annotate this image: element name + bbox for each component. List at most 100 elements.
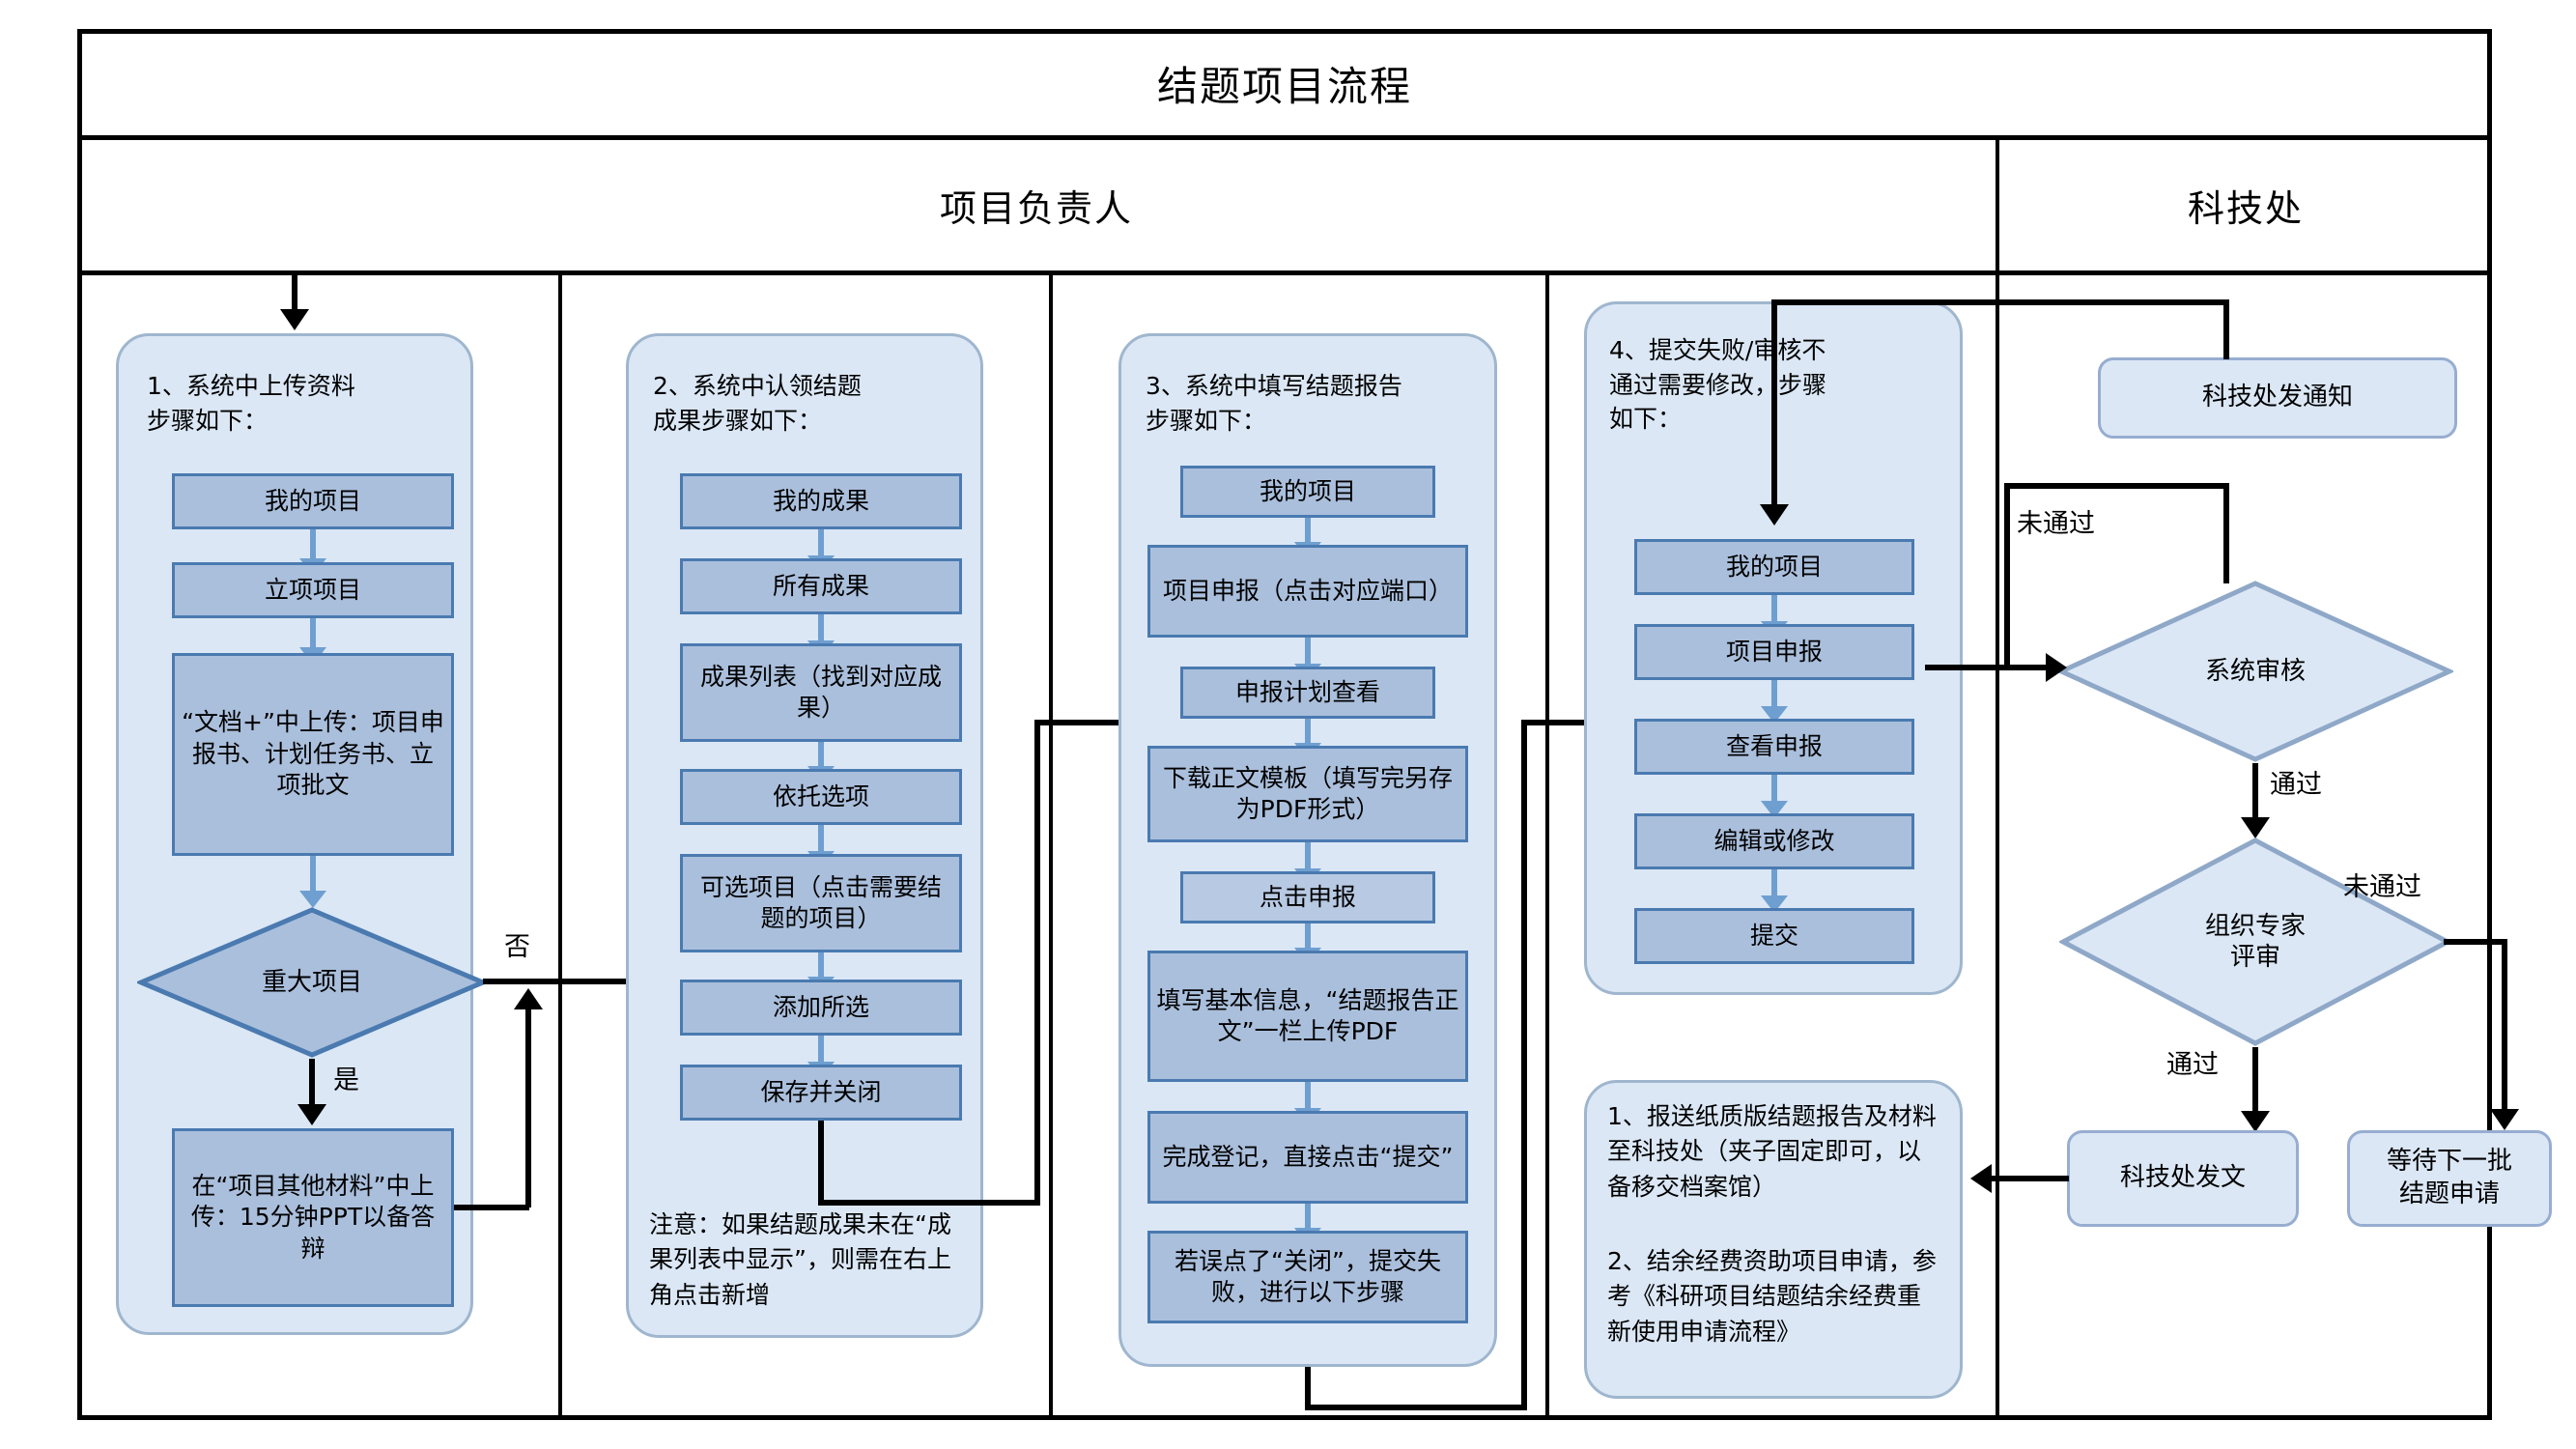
- dept-notice-entry-h: [1771, 299, 2229, 305]
- g1-feedback-line-v: [525, 1009, 531, 1208]
- g4-entry-v: [1771, 299, 1777, 510]
- sys-fail-line-v: [2223, 483, 2229, 583]
- g3-conn-7: [1305, 1204, 1311, 1233]
- expert-fail-line-v: [2502, 939, 2507, 1115]
- g4-step-5[interactable]: 提交: [1634, 908, 1914, 964]
- g1-feedback-arrow-icon: [514, 988, 543, 1009]
- g2-to-g3-line-up: [1034, 720, 1040, 1203]
- g3-step-8[interactable]: 若误点了“关闭”，提交失败，进行以下步骤: [1147, 1231, 1468, 1323]
- g3-conn-3: [1305, 719, 1311, 748]
- g3-step-7[interactable]: 完成登记，直接点击“提交”: [1147, 1111, 1468, 1204]
- g3-conn-4: [1305, 842, 1311, 873]
- diagram-title-text: 结题项目流程: [1156, 62, 1412, 110]
- lane-header-owner: 项目负责人: [77, 140, 1996, 270]
- g3-conn-6: [1305, 1082, 1311, 1113]
- g1-no-line-h: [483, 979, 639, 984]
- g1-conn-2: [310, 618, 316, 655]
- g1-decision-label: 重大项目: [261, 967, 362, 997]
- g2-conn-2: [818, 614, 824, 647]
- column-divider-1: [558, 275, 562, 1420]
- g2-step-6[interactable]: 添加所选: [680, 980, 962, 1036]
- diagram-title: 结题项目流程: [77, 31, 2492, 135]
- expert-pass-label: 通过: [2166, 1050, 2219, 1080]
- g4-entry-arrow-icon: [1760, 504, 1789, 526]
- g1-step-3[interactable]: “文档+”中上传：项目申报书、计划任务书、立项批文: [172, 653, 454, 856]
- g1-yes-line: [309, 1059, 315, 1112]
- dept-decision-system-review[interactable]: 系统审核: [2057, 580, 2453, 763]
- lane-header-dept: 科技处: [1999, 140, 2492, 270]
- g3-to-g4-line-v: [1305, 1367, 1311, 1410]
- g3-step-4[interactable]: 下载正文模板（填写完另存为PDF形式）: [1147, 746, 1468, 842]
- doc-to-notes-line: [1992, 1176, 2069, 1181]
- g2-step-4[interactable]: 依托选项: [680, 769, 962, 825]
- g4-step-4[interactable]: 编辑或修改: [1634, 813, 1914, 869]
- dept-decision-expert-line1: 组织专家: [2204, 911, 2306, 941]
- g3-to-g4-line-h2: [1521, 720, 1610, 725]
- group-4-note-2: 2、结余经费资助项目申请，参考《科研项目结题结余经费重新使用申请流程》: [1607, 1247, 1937, 1346]
- group-4-heading-line1: 4、提交失败/审核不: [1609, 336, 1826, 364]
- dept-result-wait-box[interactable]: 等待下一批 结题申请: [2347, 1130, 2552, 1227]
- g3-step-1[interactable]: 我的项目: [1180, 466, 1435, 518]
- title-row-separator: [77, 135, 2492, 140]
- group-4-heading-line2: 通过需要修改，步骤: [1609, 370, 1827, 399]
- g3-conn-5: [1305, 923, 1311, 952]
- group-1-heading-line2: 步骤如下：: [147, 406, 269, 435]
- g1-yes-label: 是: [333, 1065, 359, 1095]
- g2-conn-5: [818, 952, 824, 981]
- g1-step-2[interactable]: 立项项目: [172, 562, 454, 618]
- group-2-heading: 2、系统中认领结题 成果步骤如下：: [653, 369, 972, 438]
- diagram-outer-frame: [77, 29, 2492, 1420]
- g2-step-7[interactable]: 保存并关闭: [680, 1065, 962, 1121]
- group-4-notes-container: [1584, 1080, 1963, 1399]
- g1-decision-major-project[interactable]: 重大项目: [137, 906, 487, 1059]
- g3-to-g4-line-up: [1521, 720, 1527, 1407]
- g3-conn-2: [1305, 638, 1311, 668]
- g2-step-3[interactable]: 成果列表（找到对应成果）: [680, 643, 962, 742]
- sys-pass-arrow-icon: [2241, 817, 2270, 838]
- g2-conn-6: [818, 1036, 824, 1068]
- sys-pass-label: 通过: [2270, 770, 2322, 800]
- g3-step-5[interactable]: 点击申报: [1180, 871, 1435, 923]
- lane-header-separator: [77, 270, 2492, 275]
- g1-conn-3: [310, 856, 316, 898]
- expert-fail-arrow-icon: [2490, 1109, 2519, 1130]
- dept-result-wait-line1: 等待下一批: [2386, 1147, 2512, 1177]
- g4-step-1[interactable]: 我的项目: [1634, 539, 1914, 595]
- g3-step-6[interactable]: 填写基本信息，“结题报告正文”一栏上传PDF: [1147, 951, 1468, 1082]
- g4-conn-3: [1771, 775, 1777, 806]
- g4-step-2[interactable]: 项目申报: [1634, 624, 1914, 680]
- g4-conn-1: [1771, 595, 1777, 626]
- dept-decision-expert-review[interactable]: 组织专家 评审: [2059, 837, 2451, 1047]
- submit-to-review-arrow-icon: [2046, 653, 2067, 682]
- expert-fail-label: 未通过: [2343, 872, 2421, 902]
- g3-conn-1: [1305, 518, 1311, 547]
- expert-fail-line-h: [2444, 939, 2507, 945]
- expert-pass-line: [2252, 1047, 2258, 1117]
- sys-fail-line-down: [2004, 483, 2010, 665]
- lane-header-owner-text: 项目负责人: [939, 187, 1133, 230]
- column-divider-3: [1545, 275, 1549, 1420]
- g1-final-step[interactable]: 在“项目其他材料”中上传：15分钟PPT以备答辩: [172, 1128, 454, 1307]
- group-2-note: 注意：如果结题成果未在“成果列表中显示”，则需在右上角点击新增: [649, 1210, 951, 1309]
- sys-pass-line: [2252, 763, 2258, 823]
- g2-step-2[interactable]: 所有成果: [680, 558, 962, 614]
- g2-step-5[interactable]: 可选项目（点击需要结题的项目）: [680, 854, 962, 952]
- dept-result-doc-box[interactable]: 科技处发文: [2067, 1130, 2299, 1227]
- dept-notice-box[interactable]: 科技处发通知: [2098, 357, 2457, 439]
- g4-conn-2: [1771, 680, 1777, 711]
- g1-no-label: 否: [504, 932, 530, 962]
- group-2-heading-line2: 成果步骤如下：: [653, 406, 823, 435]
- dept-notice-entry-v: [2223, 299, 2229, 359]
- g4-step-3[interactable]: 查看申报: [1634, 719, 1914, 775]
- entry-line-vertical: [292, 275, 297, 312]
- g1-step-1[interactable]: 我的项目: [172, 473, 454, 529]
- g3-step-3[interactable]: 申报计划查看: [1180, 667, 1435, 719]
- g2-conn-4: [818, 825, 824, 858]
- g2-step-1[interactable]: 我的成果: [680, 473, 962, 529]
- g2-to-g3-line-v: [818, 1121, 824, 1206]
- g3-step-2[interactable]: 项目申报（点击对应端口）: [1147, 545, 1468, 638]
- g1-yes-arrow-icon: [297, 1104, 326, 1125]
- group-3-heading-line2: 步骤如下：: [1146, 406, 1267, 435]
- dept-decision-expert-label: 组织专家 评审: [2059, 837, 2451, 1047]
